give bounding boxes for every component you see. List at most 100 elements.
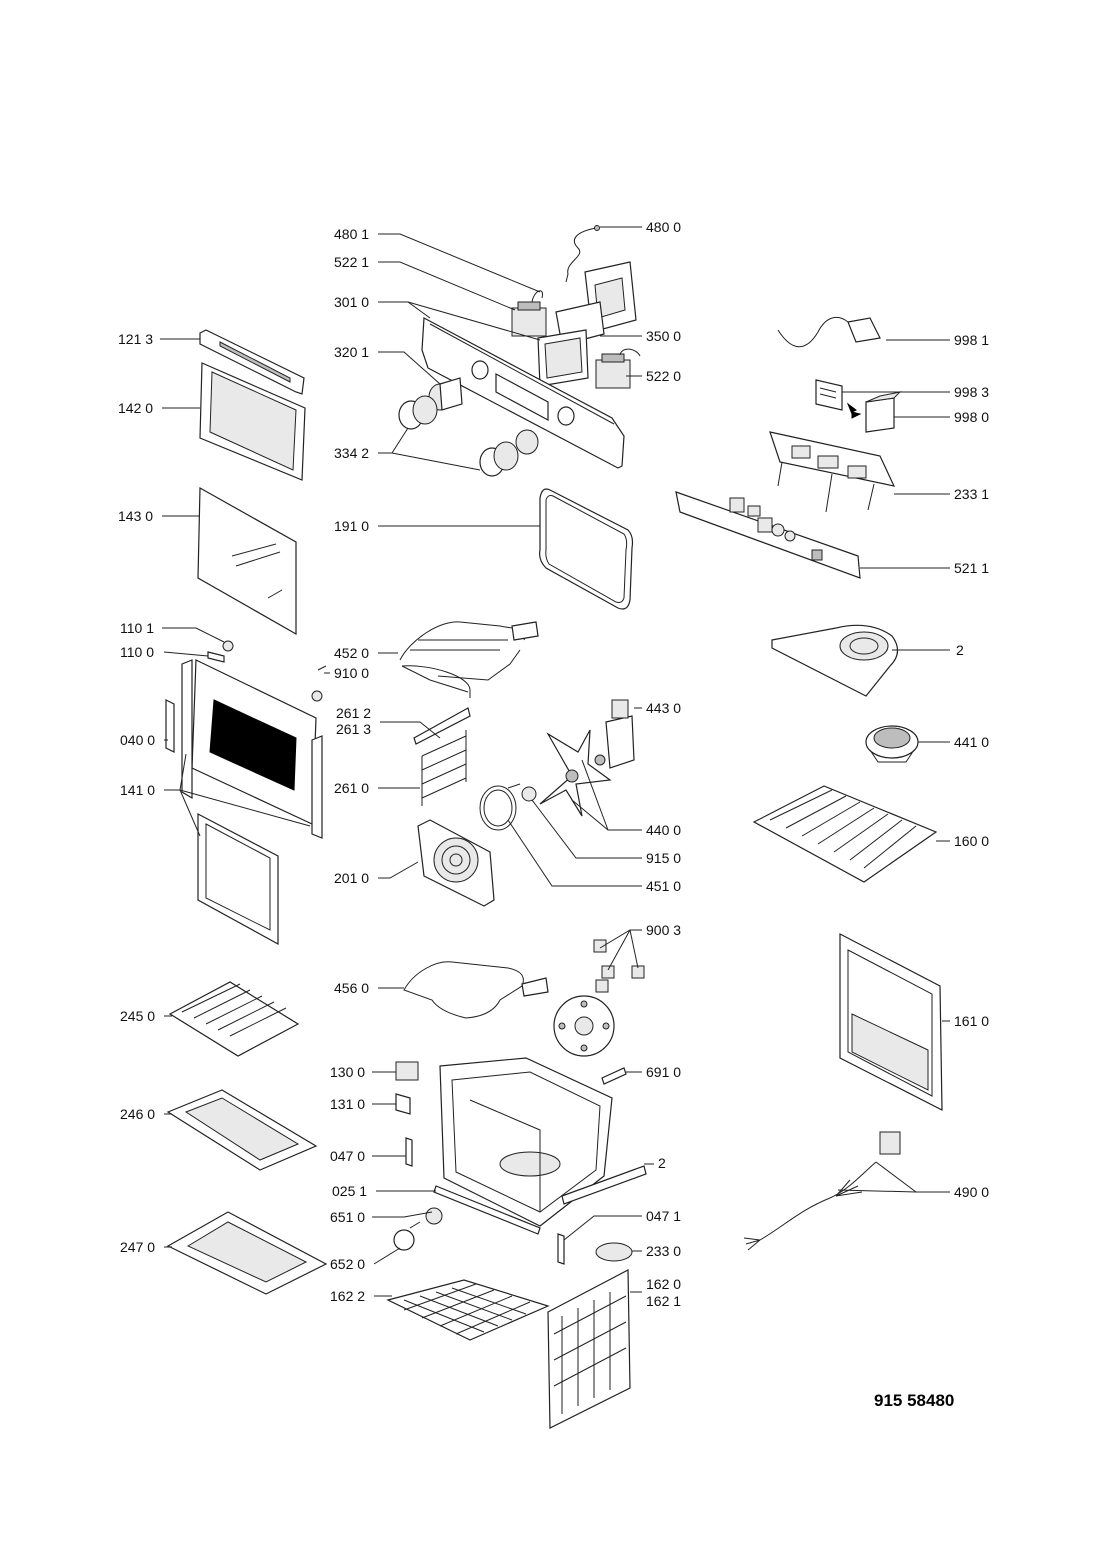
label-040-0: 040 0 (120, 732, 155, 748)
cable-part-998-1 (777, 316, 881, 348)
label-480-0: 480 0 (646, 219, 681, 235)
label-261-0: 261 0 (334, 780, 369, 796)
fan-motor-part (594, 699, 635, 769)
screw-part (317, 665, 327, 671)
bottom-element-part (403, 961, 549, 1019)
selector-switch-left (511, 290, 547, 337)
label-900-3: 900 3 (646, 922, 681, 938)
label-652-0: 652 0 (330, 1256, 365, 1272)
bracket-part-047-1 (557, 1233, 565, 1265)
label-246-0: 246 0 (120, 1106, 155, 1122)
label-201-0: 201 0 (334, 870, 369, 886)
label-521-1: 521 1 (954, 560, 989, 576)
wire-shelf-part (752, 785, 938, 883)
fan-nut-part (521, 786, 537, 802)
label-441-0: 441 0 (954, 734, 989, 750)
label-261-3: 261 3 (336, 721, 371, 737)
selector-switch-right (595, 348, 641, 389)
label-162-1: 162 1 (646, 1293, 681, 1309)
lamp-parts (393, 1207, 443, 1251)
wire-harness-480-0 (565, 225, 600, 283)
label-162-0: 162 0 (646, 1276, 681, 1292)
pin-part (601, 1067, 627, 1085)
label-261-2: 261 2 (336, 705, 371, 721)
deep-tray-part (166, 1211, 328, 1295)
label-131-0: 131 0 (330, 1096, 365, 1112)
label-456-0: 456 0 (334, 980, 369, 996)
oven-cavity-part (439, 1057, 613, 1227)
clip-part-131 (395, 1093, 411, 1115)
label-2-rail: 2 (658, 1155, 666, 1171)
label-245-0: 245 0 (120, 1008, 155, 1024)
control-board-part (675, 491, 861, 579)
door-seal-gasket (539, 488, 634, 610)
label-998-0: 998 0 (954, 409, 989, 425)
control-knob-left (398, 395, 438, 430)
label-691-0: 691 0 (646, 1064, 681, 1080)
rear-panel-part (839, 933, 943, 1111)
label-480-1: 480 1 (334, 226, 369, 242)
label-142-0: 142 0 (118, 400, 153, 416)
label-490-0: 490 0 (954, 1184, 989, 1200)
part-labels: 480 1 480 0 522 1 301 0 350 0 320 1 522 … (118, 219, 989, 1309)
diagram-reference-number: 915 58480 (874, 1391, 954, 1410)
label-320-1: 320 1 (334, 344, 369, 360)
control-panel-part (421, 317, 625, 469)
label-2-duct: 2 (956, 642, 964, 658)
label-162-2: 162 2 (330, 1288, 365, 1304)
label-440-0: 440 0 (646, 822, 681, 838)
label-233-0: 233 0 (646, 1243, 681, 1259)
shelf-runner-part (413, 707, 471, 806)
label-233-1: 233 1 (954, 486, 989, 502)
label-047-1: 047 1 (646, 1208, 681, 1224)
ring-element-part (479, 783, 521, 831)
wiring-harness-part (743, 1131, 901, 1251)
cooling-duct-part (771, 624, 899, 697)
glass-pane-part (197, 486, 297, 636)
fan-blade-part (539, 729, 612, 817)
label-card-part (815, 379, 843, 411)
label-910-0: 910 0 (334, 665, 369, 681)
control-knob-right (479, 429, 539, 477)
switch-bracket-part (555, 261, 637, 346)
label-141-0: 141 0 (120, 782, 155, 798)
inner-glass-frame-part (199, 362, 306, 481)
label-143-0: 143 0 (118, 508, 153, 524)
grill-element-part (399, 621, 539, 698)
fan-back-plate-part (553, 995, 615, 1057)
arrow-icon (846, 402, 862, 419)
label-160-0: 160 0 (954, 833, 989, 849)
door-top-trim-part (199, 329, 305, 395)
label-651-0: 651 0 (330, 1209, 365, 1225)
side-panel-part (547, 1269, 631, 1429)
shallow-tray-part (166, 1089, 318, 1171)
label-998-1: 998 1 (954, 332, 989, 348)
label-350-0: 350 0 (646, 328, 681, 344)
label-301-0: 301 0 (334, 294, 369, 310)
cooling-fan-part (865, 725, 919, 763)
label-110-1: 110 1 (120, 620, 154, 636)
display-module-part (537, 329, 589, 387)
outer-door-part (165, 659, 323, 946)
label-191-0: 191 0 (334, 518, 369, 534)
board-bracket-part (769, 431, 896, 513)
label-522-1: 522 1 (334, 254, 369, 270)
label-452-0: 452 0 (334, 645, 369, 661)
label-025-1: 025 1 (332, 1183, 367, 1199)
label-998-3: 998 3 (954, 384, 989, 400)
label-110-0: 110 0 (120, 644, 154, 660)
label-334-2: 334 2 (334, 445, 369, 461)
label-451-0: 451 0 (646, 878, 681, 894)
label-443-0: 443 0 (646, 700, 681, 716)
base-grid-part (386, 1279, 550, 1341)
bracket-part-047 (405, 1137, 413, 1167)
wire-grid-tray-part (168, 981, 300, 1057)
clip-parts (593, 939, 645, 993)
label-130-0: 130 0 (330, 1064, 365, 1080)
label-161-0: 161 0 (954, 1013, 989, 1029)
switch-part-130 (395, 1061, 419, 1081)
label-121-3: 121 3 (118, 331, 153, 347)
seal-part-233-0 (595, 1242, 633, 1262)
label-915-0: 915 0 (646, 850, 681, 866)
